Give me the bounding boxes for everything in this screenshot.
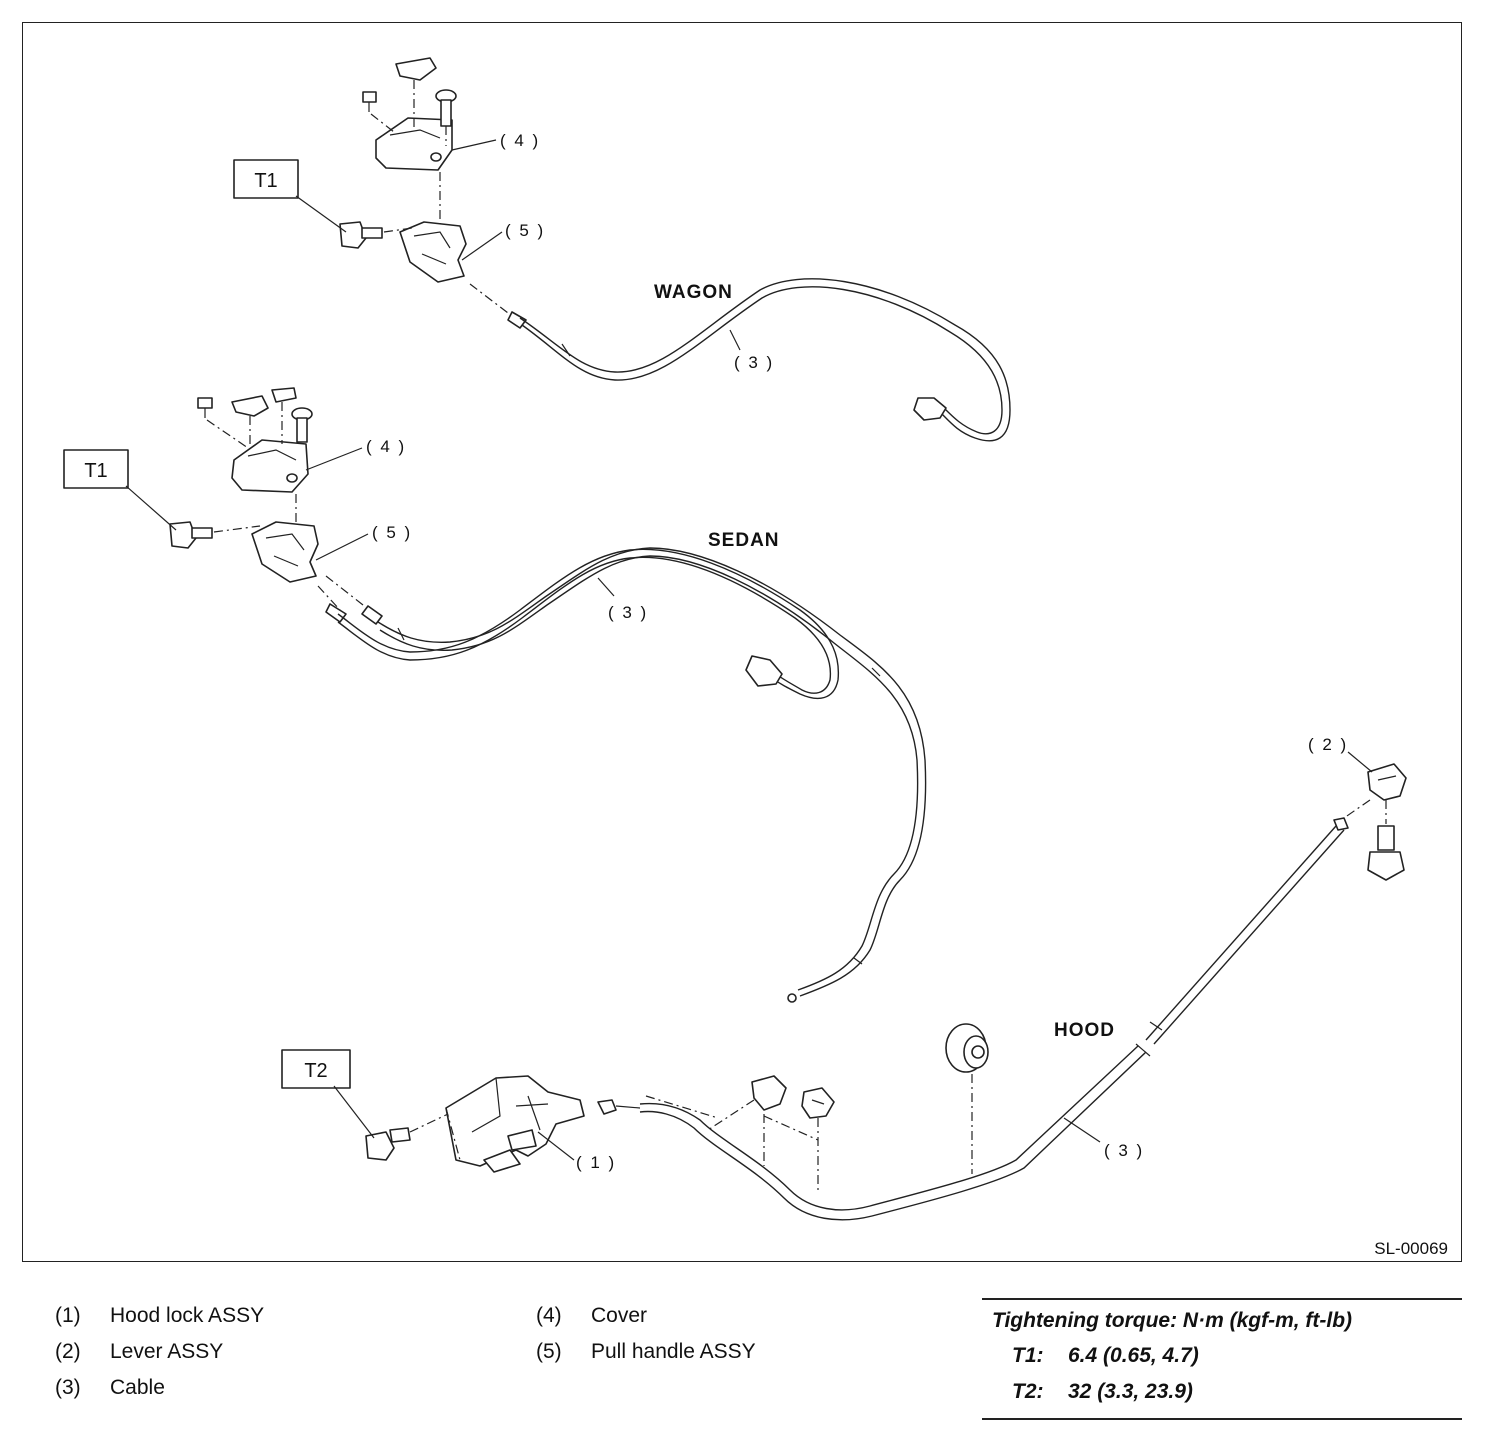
hood-lever — [1367, 763, 1407, 881]
hood-assembly: ( 2 ) — [281, 735, 1407, 1221]
sedan-cover — [231, 387, 309, 493]
wagon-assembly: T1 ( 4 ) ( 5 ) WAGON ( 3 ) — [233, 57, 1011, 442]
sedan-bolt — [169, 521, 261, 549]
legend-num: (5) — [536, 1340, 562, 1363]
exploded-view-drawing: T1 ( 4 ) ( 5 ) WAGON ( 3 ) — [63, 57, 1448, 1258]
sedan-callout-3: ( 3 ) — [608, 603, 648, 622]
legend-item: (4) Cover — [536, 1298, 756, 1334]
sedan-t1-box — [63, 449, 129, 489]
legend-label: Pull handle ASSY — [591, 1340, 756, 1363]
wagon-cable — [507, 278, 1011, 442]
torque-title: Tightening torque: N·m (kgf-m, ft-lb) — [992, 1309, 1353, 1332]
hood-clip-left — [645, 1075, 787, 1166]
hood-callout-3: ( 3 ) — [1104, 1141, 1144, 1160]
torque-code: T1: — [1012, 1344, 1044, 1367]
section-wagon: WAGON — [654, 282, 733, 303]
legend-label: Hood lock ASSY — [110, 1304, 265, 1327]
hood-callout-1: ( 1 ) — [576, 1153, 616, 1172]
sedan-callout-4: ( 4 ) — [366, 437, 406, 456]
wagon-cover — [375, 57, 453, 171]
legend-num: (1) — [55, 1304, 81, 1327]
sedan-t1-label: T1 — [84, 460, 107, 482]
hood-t2-label: T2 — [304, 1060, 327, 1082]
wagon-bolt — [339, 221, 413, 249]
sedan-cover-screw-right — [291, 407, 313, 443]
sedan-callout-5: ( 5 ) — [372, 523, 412, 542]
wagon-t1-label: T1 — [254, 170, 277, 192]
hood-clip-right — [763, 1087, 835, 1190]
wagon-t1-box — [233, 159, 299, 199]
diagram-code: SL-00069 — [1374, 1239, 1448, 1258]
legend-item: (3) Cable — [55, 1370, 264, 1406]
legend-middle-column: (4) Cover (5) Pull handle ASSY — [536, 1298, 756, 1370]
hood-t2-box — [281, 1049, 351, 1089]
legend-num: (2) — [55, 1340, 81, 1363]
torque-value: 32 (3.3, 23.9) — [1068, 1380, 1193, 1403]
legend-num: (4) — [536, 1304, 562, 1327]
hood-grommet — [945, 1023, 989, 1174]
torque-row: T1: 6.4 (0.65, 4.7) — [982, 1338, 1462, 1374]
wagon-cover-screw-right — [435, 89, 457, 146]
diagram-frame — [22, 22, 1462, 1262]
legend-left-column: (1) Hood lock ASSY (2) Lever ASSY (3) Ca… — [55, 1298, 264, 1406]
hood-lock — [445, 1075, 585, 1173]
sedan-assembly: T1 ( 4 ) ( 5 ) SEDAN ( 3 ) — [63, 387, 927, 1003]
section-hood: HOOD — [1054, 1020, 1115, 1041]
hood-bolt — [365, 1113, 449, 1161]
hood-cable — [597, 817, 1349, 1221]
wagon-callout-4: ( 4 ) — [500, 131, 540, 150]
legend-item: (1) Hood lock ASSY — [55, 1298, 264, 1334]
wagon-callout-3: ( 3 ) — [734, 353, 774, 372]
legend-num: (3) — [55, 1376, 81, 1399]
legend-label: Cover — [591, 1304, 648, 1327]
wagon-cover-screw-left — [362, 91, 395, 133]
torque-row: T2: 32 (3.3, 23.9) — [982, 1374, 1462, 1410]
legend-item: (5) Pull handle ASSY — [536, 1334, 756, 1370]
torque-table: Tightening torque: N·m (kgf-m, ft-lb) T1… — [982, 1298, 1462, 1420]
wagon-callout-5: ( 5 ) — [505, 221, 545, 240]
hood-callout-2: ( 2 ) — [1308, 735, 1348, 754]
section-sedan: SEDAN — [708, 530, 780, 551]
legend-label: Lever ASSY — [110, 1340, 224, 1363]
legend-item: (2) Lever ASSY — [55, 1334, 264, 1370]
wagon-pull-handle — [399, 221, 467, 283]
sedan-cable — [325, 547, 927, 1003]
sedan-cover-screw-left — [197, 397, 249, 449]
legend-label: Cable — [110, 1376, 165, 1399]
torque-value: 6.4 (0.65, 4.7) — [1068, 1344, 1199, 1367]
torque-code: T2: — [1012, 1380, 1044, 1403]
sedan-pull-handle — [251, 521, 319, 583]
